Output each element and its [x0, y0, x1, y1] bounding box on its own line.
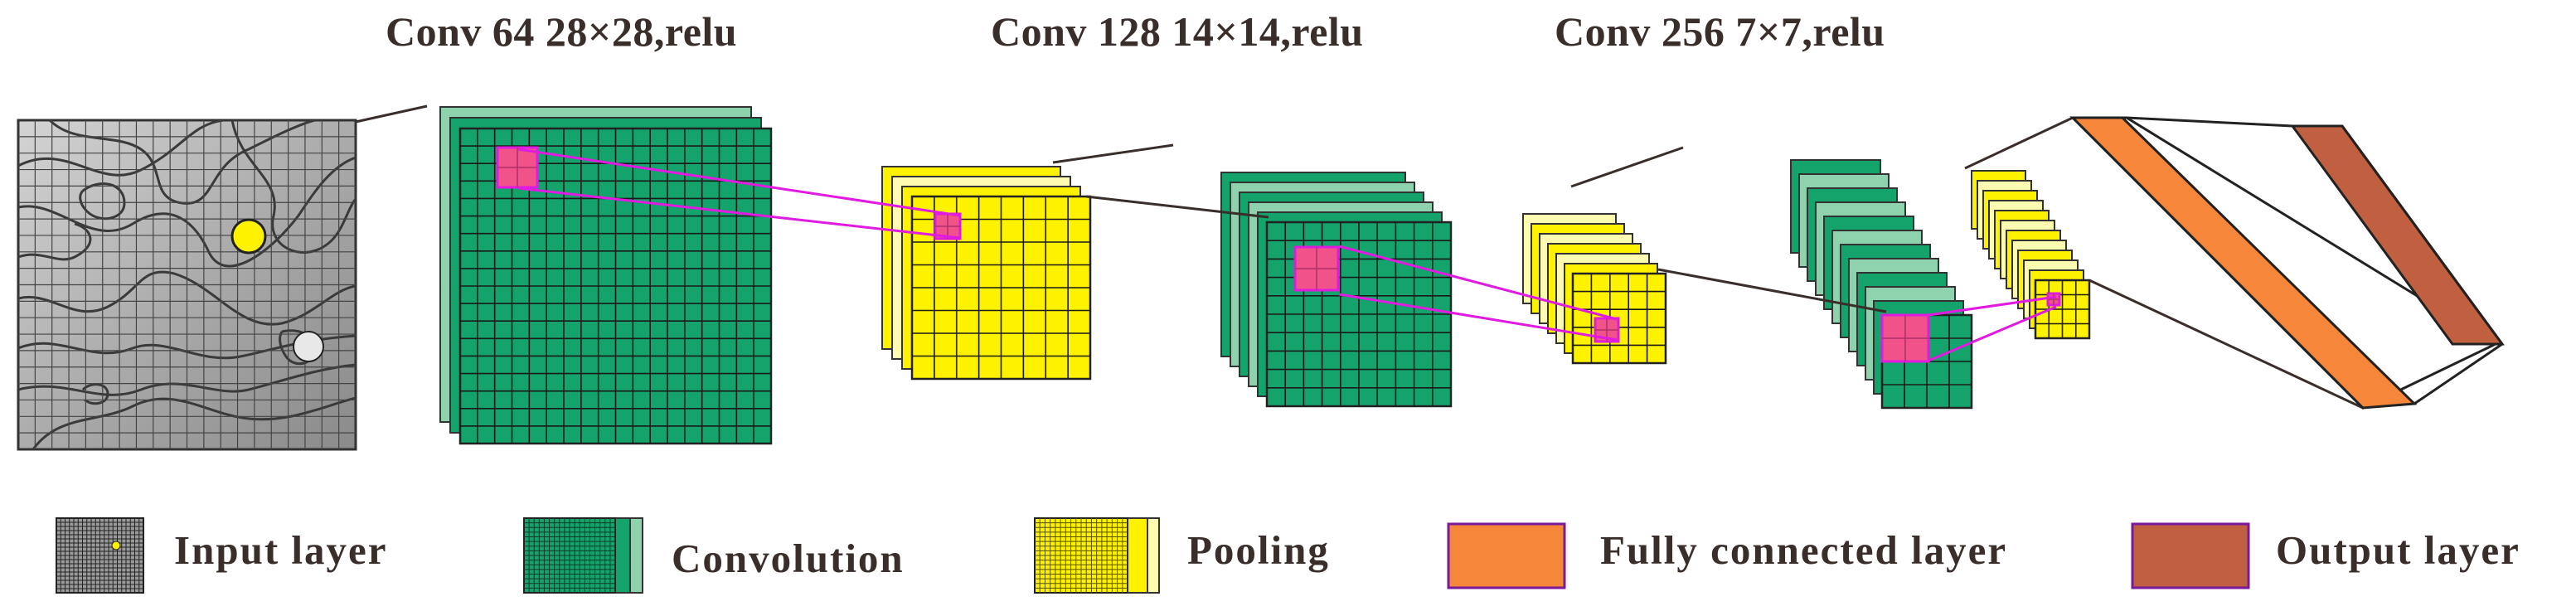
input-receptive-point — [230, 218, 267, 255]
legend-input-label: Input layer — [174, 527, 388, 573]
pool3 — [1971, 170, 2091, 340]
legend-pooling-label: Pooling — [1187, 527, 1330, 573]
pool2 — [1522, 213, 1667, 365]
legend-fully-connected-label: Fully connected layer — [1600, 527, 2007, 573]
pool1 — [881, 166, 1092, 381]
legend-output-label: Output layer — [2276, 527, 2520, 573]
conv3-title: Conv 256 7×7,relu — [1555, 8, 1885, 55]
input-grid — [18, 120, 356, 449]
dense-block — [2069, 116, 2505, 410]
legend-output-swatch — [2131, 522, 2250, 589]
input-contour-peak — [293, 331, 324, 362]
conv2 — [1220, 172, 1453, 408]
legend-convolution-label: Convolution — [672, 536, 905, 581]
conv1-title: Conv 64 28×28,relu — [386, 8, 737, 55]
conv1 — [439, 106, 773, 445]
network-layers — [439, 106, 2091, 445]
receptive-field-lines — [517, 148, 2057, 362]
conv3 — [1790, 159, 1973, 410]
legend-fully-connected-swatch — [1447, 522, 1566, 589]
legend: Input layer Convolution Pooling Fully co… — [56, 517, 2520, 594]
layer-connectors — [355, 104, 2364, 410]
legend-convolution-swatch — [523, 517, 643, 594]
legend-input-swatch — [56, 517, 144, 594]
input-layer — [17, 119, 357, 451]
conv2-title: Conv 128 14×14,relu — [991, 8, 1364, 55]
legend-pooling-swatch — [1034, 517, 1160, 594]
